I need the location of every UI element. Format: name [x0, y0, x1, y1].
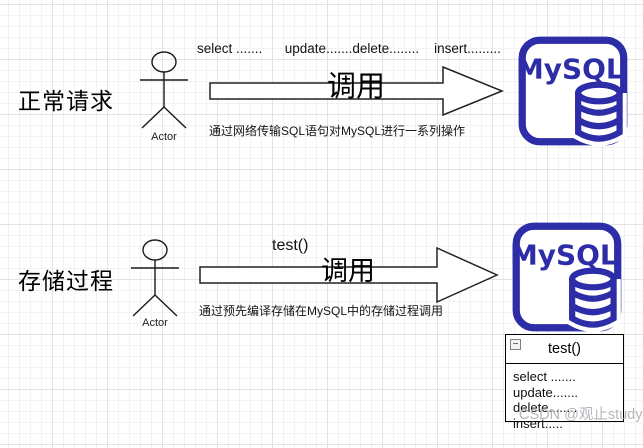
database-cylinder-icon: [570, 81, 627, 146]
procedure-line: delete........: [513, 400, 578, 415]
procedure-box-title: test(): [547, 341, 582, 357]
procedure-line: update.......: [513, 384, 579, 400]
call-arrow-label: 调用: [321, 256, 375, 286]
procedure-line: select .......: [513, 369, 576, 384]
stored-procedure-box: − test() select ....... update....... de…: [505, 334, 624, 431]
mysql-logo: MySQL: [516, 36, 628, 146]
call-arrow: [209, 65, 504, 117]
actor-label: Actor: [151, 131, 177, 143]
call-arrow-label: 调用: [327, 71, 386, 103]
row2-title: 存储过程: [18, 268, 114, 294]
procedure-box-body: select ....... update....... delete.....…: [506, 364, 623, 431]
row1-title: 正常请求: [18, 88, 114, 114]
call-arrow: [199, 246, 499, 304]
actor-figure: [131, 239, 179, 317]
row2-caption: 通过预先编译存储在MySQL中的存储过程调用: [199, 304, 444, 318]
mysql-logo-text: MySQL: [516, 53, 624, 86]
actor-label: Actor: [142, 317, 168, 329]
procedure-call-text: test(): [272, 237, 309, 254]
sql-statements-text: select ....... update.......delete......…: [197, 41, 501, 56]
row1-caption: 通过网络传输SQL语句对MySQL进行一系列操作: [209, 124, 466, 138]
procedure-box-header: − test(): [506, 335, 623, 364]
database-cylinder-icon: [564, 267, 621, 332]
mysql-logo-text: MySQL: [510, 239, 618, 272]
csdn-watermark: CSDN @观止study: [519, 407, 643, 423]
mysql-logo: MySQL: [510, 222, 622, 332]
actor-figure: [140, 51, 188, 129]
procedure-line: insert.....: [513, 415, 563, 431]
collapse-icon[interactable]: −: [510, 339, 521, 350]
